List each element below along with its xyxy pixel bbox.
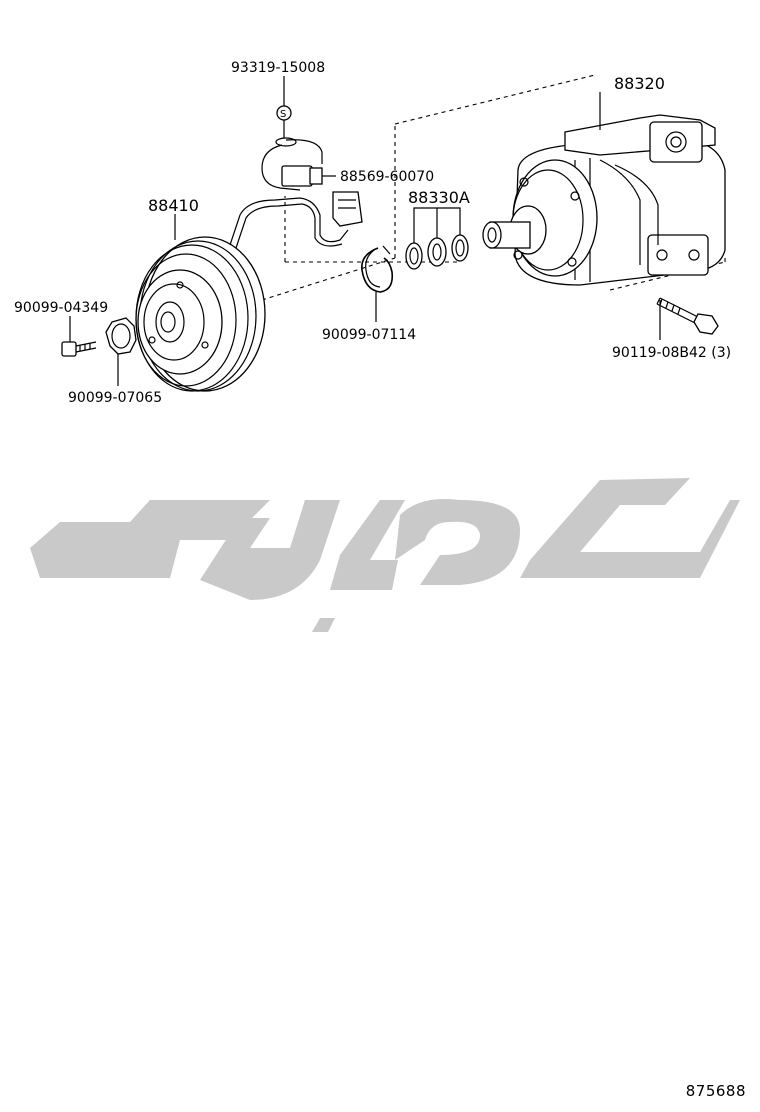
watermark-logo: [30, 478, 740, 632]
part-label-93319-15008: 93319-15008: [231, 60, 325, 76]
magnet-clutch-pulley: [135, 197, 303, 392]
part-label-88320: 88320: [614, 74, 665, 93]
wire-clip: S: [275, 105, 297, 147]
part-label-90119-08b42: 90119-08B42 (3): [612, 345, 731, 361]
part-label-90099-07114: 90099-07114: [322, 327, 416, 343]
part-label-88330a: 88330A: [408, 188, 470, 207]
shim-set: [405, 207, 469, 270]
part-label-90099-07065: 90099-07065: [68, 390, 162, 406]
clutch-bolt: [61, 341, 97, 357]
part-label-88410: 88410: [148, 196, 199, 215]
diagram-id: 875688: [685, 1082, 746, 1100]
part-label-90099-04349: 90099-04349: [14, 300, 108, 316]
clutch-washer: [105, 317, 137, 355]
leader-lines: [69, 76, 661, 386]
mounting-bolt: [656, 297, 719, 335]
svg-text:S: S: [280, 109, 286, 120]
compressor-assembly: [482, 114, 726, 286]
clutch-wire-harness: [261, 139, 363, 247]
snap-ring: [361, 245, 394, 293]
part-label-88569-60070: 88569-60070: [340, 169, 434, 185]
